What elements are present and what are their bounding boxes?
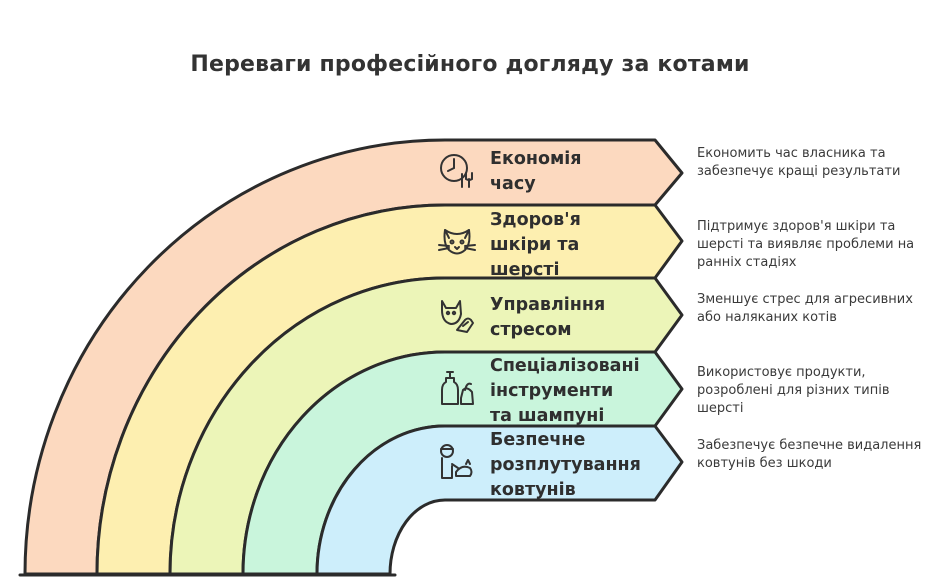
band-label-safe-detangling: Безпечне розплутування ковтунів: [490, 430, 641, 500]
groomer-icon: [436, 442, 476, 482]
cat-face-icon: [437, 222, 477, 262]
band-description-stress-management: Зменшує стрес для агресивних або налякан…: [697, 292, 913, 325]
band-label-special-tools: Спеціалізовані інструменти та шампуні: [490, 356, 640, 426]
band-description-safe-detangling: Забезпечує безпечне видалення ковтунів б…: [697, 438, 922, 471]
band-description-skin-coat-health: Підтримує здоров'я шкіри та шерсті та ви…: [697, 219, 915, 270]
clock-tools-icon: [437, 150, 477, 190]
band-description-special-tools: Використовує продукти, розроблені для рі…: [697, 365, 890, 416]
band-label-time-saving: Економія часу: [490, 149, 582, 194]
band-description-time-saving: Економить час власника та забезпечує кра…: [697, 146, 901, 179]
band-4-shape: [315, 424, 684, 576]
calm-cat-hand-icon: [437, 296, 477, 336]
band-label-stress-management: Управління стресом: [490, 295, 606, 340]
band-label-skin-coat-health: Здоров'я шкіри та шерсті: [490, 210, 581, 280]
diagram-title: Переваги професійного догляду за котами: [190, 52, 750, 77]
shampoo-bottle-icon: [437, 368, 477, 408]
